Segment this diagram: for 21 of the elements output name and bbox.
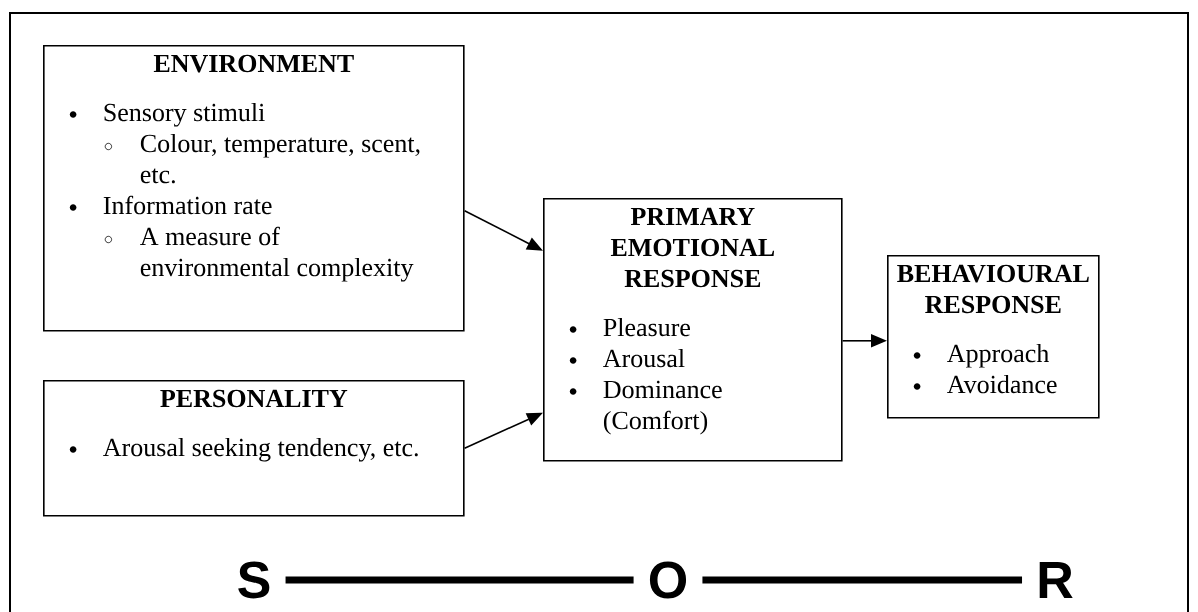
concept-box (43, 45, 465, 332)
list-item: Avoidance (947, 374, 1057, 394)
box-heading: PRIMARY EMOTIONAL RESPONSE (610, 207, 775, 288)
concept-box (543, 198, 843, 462)
box-heading: BEHAVIOURAL RESPONSE (897, 264, 1089, 314)
list-item: Dominance (Comfort) (603, 380, 722, 435)
concept-box (887, 255, 1100, 419)
list-item: Pleasure (603, 317, 690, 337)
stage-letter: S (238, 561, 270, 599)
list-item: Approach (947, 343, 1049, 368)
box-heading: PERSONALITY (160, 389, 348, 408)
concept-box (43, 380, 465, 517)
stage-letter: R (1039, 562, 1073, 598)
list-item: Information rate (103, 195, 272, 215)
box-heading: ENVIRONMENT (153, 54, 354, 73)
list-item: Arousal (603, 348, 685, 368)
list-item: Arousal seeking tendency, etc. (103, 437, 418, 462)
stage-letter: O (649, 561, 687, 599)
list-item: A measure of environmental complexity (140, 226, 414, 282)
list-item: Sensory stimuli (104, 102, 265, 127)
list-item: Colour, temperature, scent, etc. (140, 133, 420, 184)
